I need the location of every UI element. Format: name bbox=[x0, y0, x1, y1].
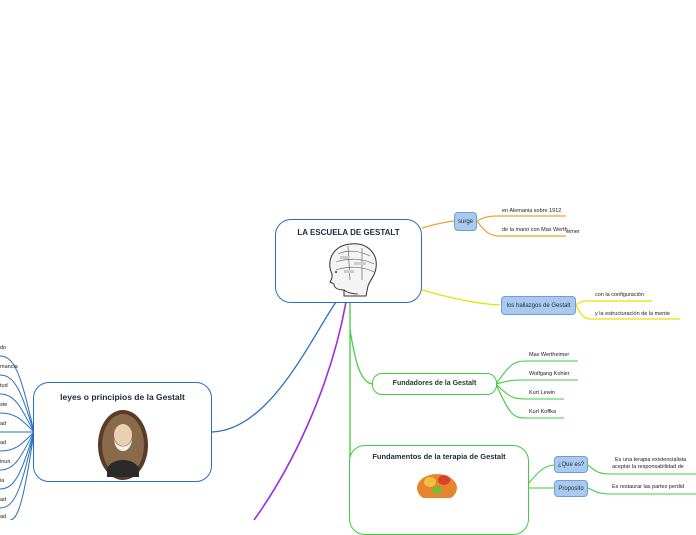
connector-surge-item1 bbox=[477, 216, 566, 221]
connector-central-surge bbox=[422, 221, 454, 228]
portrait-illustration bbox=[97, 409, 149, 481]
connector-central-hallazgos bbox=[422, 290, 500, 305]
que-es-text-1: Es una terapia existencialista bbox=[615, 457, 686, 463]
ley-item-5: ad bbox=[0, 421, 6, 427]
surge-item-2: de la mano con Max Werth bbox=[502, 227, 568, 233]
central-topic-node[interactable]: LA ESCUELA DE GESTALT bbox=[275, 219, 422, 303]
connector-central-purple bbox=[254, 302, 346, 520]
hallazgos-item-2: y la estructuración de la mente bbox=[595, 311, 670, 317]
central-topic-title: LA ESCUELA DE GESTALT bbox=[276, 228, 421, 237]
ley-item-10: ad bbox=[0, 514, 6, 520]
que-es-node[interactable]: ¿Que es? bbox=[554, 456, 588, 473]
proposito-node[interactable]: Proposito bbox=[554, 480, 588, 497]
fundador-2: Wolfgang Kohler bbox=[529, 371, 570, 377]
que-es-text-2: aceptar la responsabilidad de bbox=[612, 464, 684, 470]
leyes-node[interactable]: leyes o principios de la Gestalt bbox=[33, 382, 212, 482]
hallazgos-item-1: con la configuración bbox=[595, 292, 644, 298]
ley-item-9: ad bbox=[0, 497, 6, 503]
proposito-text: Es restaurar las partes perdid bbox=[612, 484, 684, 490]
surge-item-1: en Alemania sobre 1912 bbox=[502, 208, 561, 214]
brain-head-illustration bbox=[318, 240, 384, 298]
ley-item-7: inuri bbox=[0, 459, 10, 465]
connector-green-fundadores bbox=[350, 330, 372, 384]
colorful-head-illustration bbox=[412, 468, 462, 498]
fundamentos-node[interactable]: Fundamentos de la terapia de Gestalt bbox=[349, 445, 529, 535]
fundador-4: Kurt Koffka bbox=[529, 409, 556, 415]
ley-item-6: ad bbox=[0, 440, 6, 446]
connector-hallazgos-item1 bbox=[576, 301, 652, 305]
ley-item-2: mancia bbox=[0, 364, 18, 370]
ley-item-8: ia bbox=[0, 478, 4, 484]
ley-item-4: ste bbox=[0, 402, 7, 408]
leyes-fan-connectors bbox=[0, 356, 34, 520]
fundadores-title: Fundadores de la Gestalt bbox=[373, 380, 496, 387]
connector-fundadores-name2 bbox=[496, 380, 578, 384]
connector-fundamentos-quees bbox=[528, 465, 554, 484]
ley-item-3: tud bbox=[0, 383, 8, 389]
surge-node[interactable]: surge bbox=[454, 212, 477, 231]
connector-central-leyes bbox=[212, 302, 336, 432]
fundadores-node[interactable]: Fundadores de la Gestalt bbox=[372, 373, 497, 395]
ley-item-1: do bbox=[0, 345, 6, 351]
hallazgos-node[interactable]: los hallazgos de Gestalt bbox=[501, 296, 576, 315]
fundador-3: Kurt Lewin bbox=[529, 390, 555, 396]
leyes-title: leyes o principios de la Gestalt bbox=[34, 392, 211, 402]
fundamentos-title: Fundamentos de la terapia de Gestalt bbox=[350, 452, 528, 461]
fundador-1: Max Wertheimer bbox=[529, 352, 569, 358]
surge-item-2-overflow: eimer bbox=[566, 229, 580, 235]
